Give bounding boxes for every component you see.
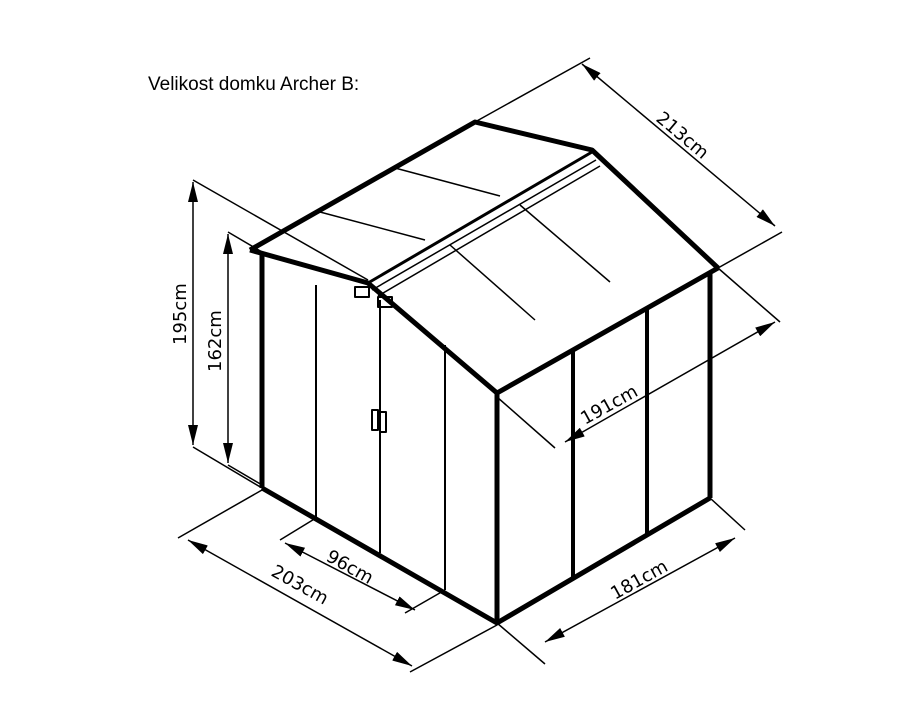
dimension-labels: 195cm 162cm 213cm 191cm 181cm 203cm 96cm <box>170 108 713 610</box>
dimension-lines <box>177 57 783 673</box>
label-191cm: 191cm <box>577 381 641 429</box>
label-195cm: 195cm <box>170 283 191 345</box>
label-96cm: 96cm <box>323 546 377 589</box>
label-162cm: 162cm <box>205 310 226 372</box>
diagram-title: Velikost domku Archer B: <box>148 74 360 95</box>
label-181cm: 181cm <box>607 556 671 604</box>
shed-outline <box>248 119 720 626</box>
label-213cm: 213cm <box>652 108 713 164</box>
